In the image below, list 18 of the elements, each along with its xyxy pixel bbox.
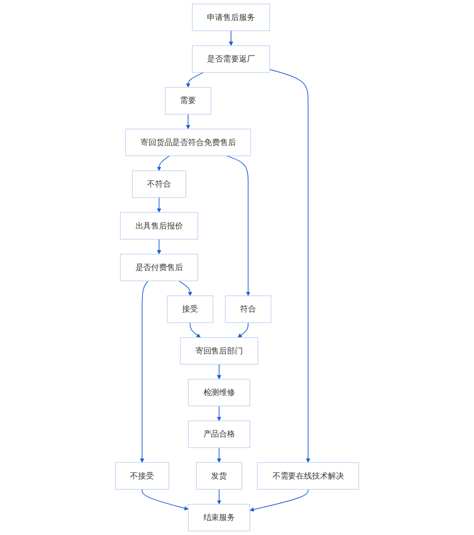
arrow xyxy=(226,155,250,296)
arrow xyxy=(142,488,189,510)
arrow xyxy=(156,238,162,254)
arrow xyxy=(216,364,222,380)
arrow xyxy=(216,488,222,504)
arrow xyxy=(140,280,149,463)
arrow xyxy=(156,155,170,171)
arrow xyxy=(238,322,249,338)
arrow xyxy=(186,114,190,130)
arrow xyxy=(250,488,308,512)
arrow xyxy=(186,72,204,88)
arrow xyxy=(156,197,162,213)
arrow xyxy=(216,406,222,422)
arrow xyxy=(269,69,310,463)
arrow xyxy=(228,30,234,46)
arrow xyxy=(216,447,222,463)
arrow xyxy=(178,280,192,296)
arrow xyxy=(190,322,201,338)
